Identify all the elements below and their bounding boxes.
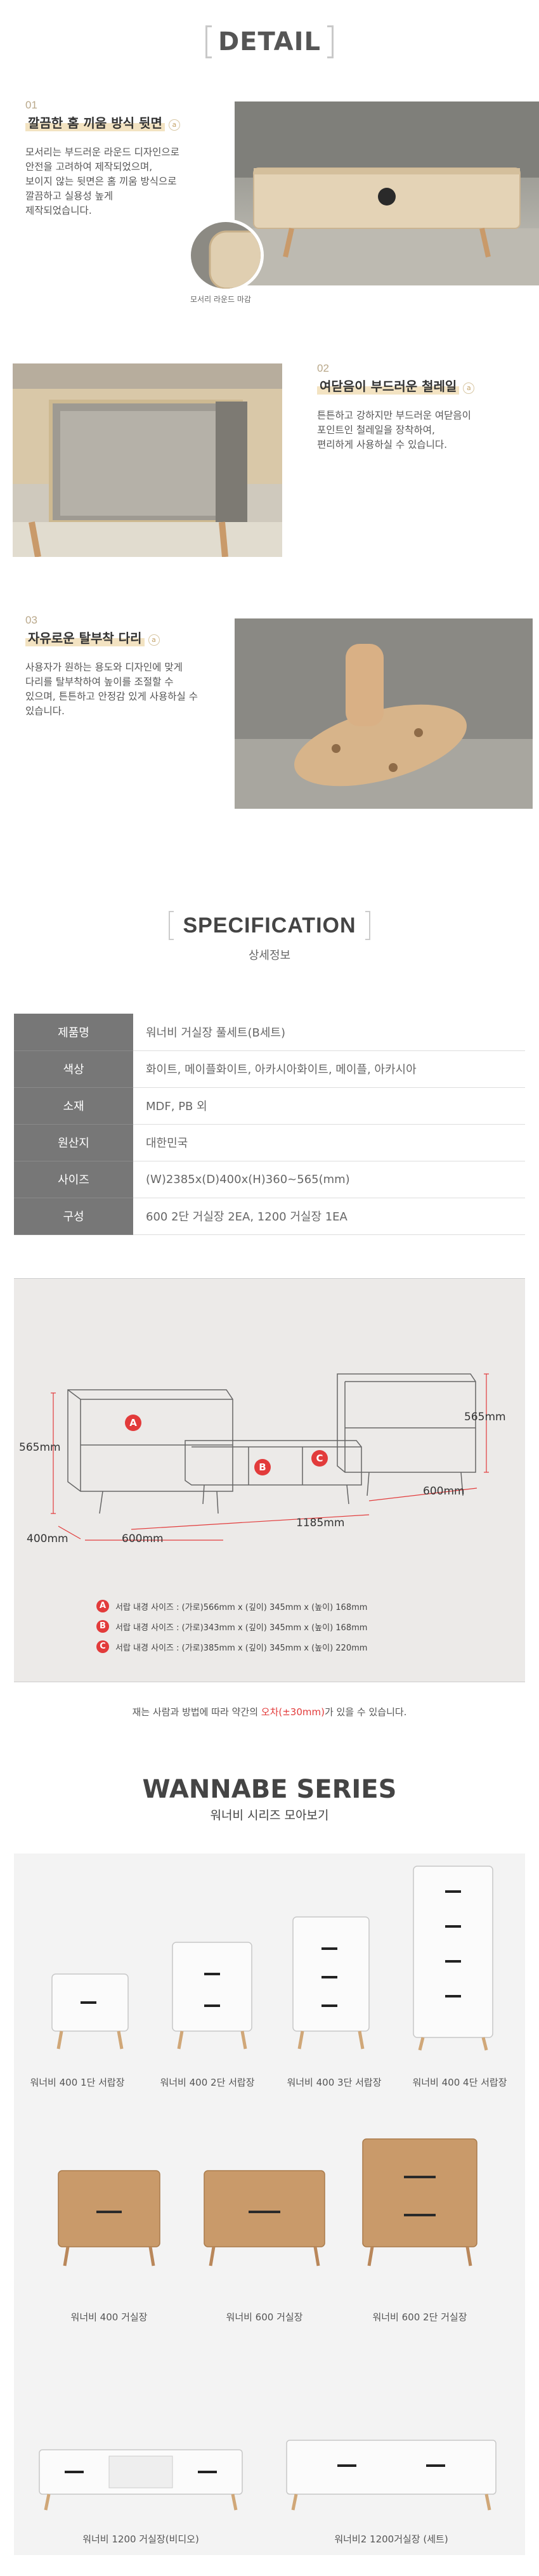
series-caption: 워너비 400 1단 서랍장 [30,2077,125,2088]
feature-number: 02 [317,362,329,374]
detail-heading: DETAIL [0,25,539,58]
legend-marker: C [96,1640,109,1653]
dim-width-middle: 1185mm [296,1517,345,1529]
spec-value: 화이트, 메이플화이트, 아카시아화이트, 메이플, 아카시아 [133,1050,525,1088]
measurement-note: 재는 사람과 방법에 따라 약간의 오차(±30mm)가 있을 수 있습니다. [0,1705,539,1718]
legend-item: A 서랍 내경 사이즈 : (가로)566mm x (깊이) 345mm x (… [96,1596,451,1616]
feature-3-photo [235,618,533,809]
spec-key: 원산지 [14,1124,133,1161]
series-caption: 워너비 600 2단 거실장 [372,2311,467,2323]
series-caption: 워너비2 1200거실장 (세트) [334,2534,448,2545]
legend-text: 서랍 내경 사이즈 : (가로)385mm x (깊이) 345mm x (높이… [115,1643,368,1653]
feature-body: 모서리는 부드러운 라운드 디자인으로 안전을 고려하여 제작되었으며, 보이지… [25,147,179,216]
dim-depth-left: 400mm [27,1533,68,1545]
dim-width-left: 600mm [122,1533,164,1545]
marker-c: C [316,1453,323,1464]
spec-key: 소재 [14,1087,133,1125]
feature-body: 사용자가 원하는 용도와 디자인에 맞게 다리를 탈부착하여 높이를 조절할 수… [25,662,198,717]
spec-key: 사이즈 [14,1161,133,1198]
legend-text: 서랍 내경 사이즈 : (가로)566mm x (깊이) 345mm x (높이… [115,1602,368,1612]
series-caption: 워너비 400 2단 서랍장 [160,2077,255,2088]
series-caption: 워너비 400 3단 서랍장 [287,2077,382,2088]
marker-a: A [129,1417,137,1429]
detachable-leg-image [235,618,533,809]
drawer-size-legend: A 서랍 내경 사이즈 : (가로)566mm x (깊이) 345mm x (… [96,1596,451,1657]
feature-badge: a [463,382,475,394]
legend-item: C 서랍 내경 사이즈 : (가로)385mm x (깊이) 345mm x (… [96,1637,451,1657]
feature-title: 깔끔한 홈 끼움 방식 뒷면 [25,113,165,131]
series-title: WANNABE SERIES [142,1775,397,1804]
series-caption: 워너비 400 4단 서랍장 [412,2077,507,2088]
spec-heading: SPECIFICATION [0,911,539,940]
feature-body: 튼튼하고 강하지만 부드러운 여닫음이 포인트인 철레일을 장착하여, 편리하게… [317,410,471,450]
series-grid: 워너비 400 1단 서랍장 워너비 400 2단 서랍장 워너비 400 3단… [14,1854,525,2555]
bracket-left [205,25,212,58]
spec-value: MDF, PB 외 [133,1087,525,1125]
drawer-rail-image [13,363,282,557]
table-row: 사이즈(W)2385x(D)400x(H)360~565(mm) [14,1161,525,1198]
series-caption: 워너비 600 거실장 [226,2311,303,2323]
legend-text: 서랍 내경 사이즈 : (가로)343mm x (깊이) 345mm x (높이… [115,1623,368,1633]
dim-height-left: 565mm [19,1441,61,1454]
series-subtitle: 워너비 시리즈 모아보기 [210,1808,329,1822]
spec-key: 색상 [14,1050,133,1088]
spec-key: 제품명 [14,1014,133,1051]
note-prefix: 재는 사람과 방법에 따라 약간의 [132,1706,261,1718]
feature-title: 자유로운 탈부착 다리 [25,628,145,646]
inset-caption: 모서리 라운드 마감 [190,295,251,304]
feature-badge: a [148,634,160,646]
rounded-corner-image [209,230,261,289]
detail-title: DETAIL [218,27,321,56]
series-caption: 워너비 1200 거실장(비디오) [82,2534,199,2545]
corner-detail-inset [188,219,264,292]
spec-value: 대한민국 [133,1124,525,1161]
dim-height-right: 565mm [464,1411,506,1423]
series-product-images [39,1866,497,2511]
dim-width-right: 600mm [423,1485,465,1498]
furniture-line-drawing [51,1373,489,1541]
legend-marker: A [96,1600,109,1612]
bracket-right [365,911,370,940]
spec-value: (W)2385x(D)400x(H)360~565(mm) [133,1161,525,1198]
feature-2-photo [13,363,282,557]
feature-1-photo [235,101,539,285]
spec-value: 워너비 거실장 풀세트(B세트) [133,1014,525,1051]
spec-key: 구성 [14,1198,133,1235]
note-highlight: 오차(±30mm) [261,1706,325,1718]
tv-stand-back-image [235,101,539,285]
spec-subtitle: 상세정보 [248,949,291,962]
feature-title: 여닫음이 부드러운 철레일 [317,376,460,395]
dimension-diagram: A B C 565mm 565mm 400mm 600mm 1185mm 600… [14,1278,525,1682]
spec-value: 600 2단 거실장 2EA, 1200 거실장 1EA [133,1198,525,1235]
note-suffix: 가 있을 수 있습니다. [324,1706,407,1718]
series-caption: 워너비 400 거실장 [70,2311,148,2323]
bracket-left [169,911,174,940]
marker-b: B [259,1461,266,1473]
bracket-right [327,25,334,58]
feature-number: 01 [25,99,37,111]
legend-marker: B [96,1620,109,1633]
feature-badge: a [168,119,180,131]
legend-item: B 서랍 내경 사이즈 : (가로)343mm x (깊이) 345mm x (… [96,1616,451,1637]
feature-number: 03 [25,614,37,626]
spec-title: SPECIFICATION [183,913,356,938]
